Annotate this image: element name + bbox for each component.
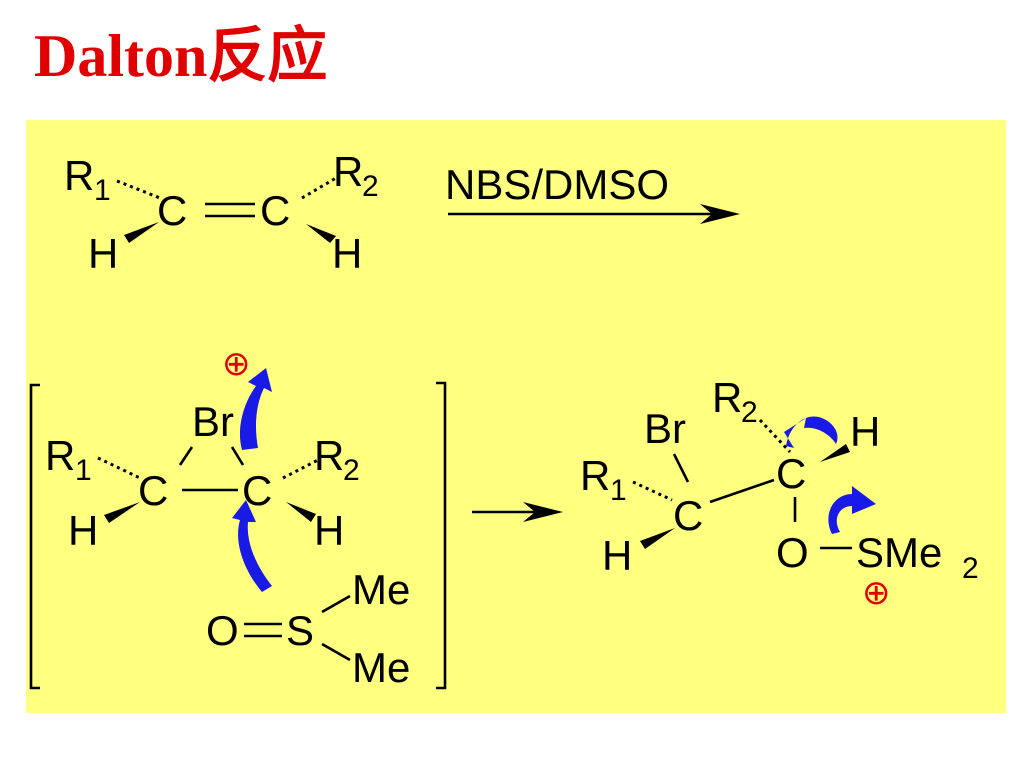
alkene-c-left: C [157, 187, 187, 234]
product-r2-hashed-bond [758, 418, 792, 454]
alkene-h-left: H [88, 230, 118, 277]
product-c-left: C [673, 492, 703, 539]
s-me-bottom-bond [321, 642, 351, 662]
product-structure: R 2 Br R 1 C C H H O SMe 2 ⊕ [580, 374, 979, 613]
dmso-me-top: Me [352, 566, 410, 613]
bromonium-charge: ⊕ [222, 344, 251, 384]
reaction-panel [26, 120, 1006, 713]
product-r2-label: R [712, 374, 742, 421]
curved-arrow-br-shift [239, 368, 272, 450]
intermediate-br: Br [192, 398, 234, 445]
alkene-structure: R 1 C C R 2 H H [64, 148, 379, 277]
alkene-r2-subscript: 2 [362, 170, 379, 203]
alkene-r1-label: R [64, 152, 94, 199]
reaction-arrow-1-head [700, 204, 740, 224]
intermediate-structure: ⊕ Br R 1 C C R 2 H H O S Me Me [29, 344, 447, 691]
product-h-left: H [602, 532, 632, 579]
product-c-right: C [776, 450, 806, 497]
intermediate-h-left-wedge [104, 502, 140, 523]
product-sme-subscript: 2 [962, 552, 979, 585]
br-c-left-bond [178, 446, 194, 466]
reaction-arrow-2-head [523, 502, 563, 522]
alkene-r2-label: R [333, 148, 363, 195]
product-h-left-wedge [640, 528, 675, 549]
intermediate-r1-subscript: 1 [75, 454, 92, 487]
sulfonium-charge: ⊕ [862, 573, 891, 613]
intermediate-c-left: C [138, 467, 168, 514]
product-br-c-bond [672, 453, 690, 483]
intermediate-h-left: H [68, 507, 98, 554]
intermediate-r1-hashed-bond [97, 456, 141, 480]
product-cc-bond [709, 478, 775, 504]
product-r2-subscript: 2 [741, 396, 758, 429]
product-r1-subscript: 1 [610, 474, 627, 507]
alkene-r1-hashed-bond [116, 179, 161, 200]
intermediate-r1-label: R [45, 432, 75, 479]
s-me-top-bond [321, 594, 351, 614]
intermediate-h-right: H [314, 507, 344, 554]
page-title: Dalton反应 [34, 23, 328, 89]
curved-arrow-s-o-cleavage [828, 486, 876, 534]
intermediate-r2-hashed-bond [282, 458, 319, 480]
product-h-right: H [850, 408, 880, 455]
alkene-c-right: C [260, 187, 290, 234]
br-c-right-bond [230, 446, 245, 466]
alkene-h-right-wedge [306, 224, 336, 243]
intermediate-r2-subscript: 2 [343, 454, 360, 487]
alkene-h-right: H [332, 230, 362, 277]
reagent-label: NBS/DMSO [445, 161, 669, 208]
intermediate-r2-label: R [314, 432, 344, 479]
product-r1-label: R [580, 452, 610, 499]
product-r1-hashed-bond [632, 480, 673, 502]
product-o: O [776, 529, 809, 576]
left-bracket [29, 383, 40, 690]
product-br: Br [644, 405, 686, 452]
dmso-me-bottom: Me [352, 644, 410, 691]
alkene-r2-hashed-bond [301, 176, 337, 200]
right-bracket [436, 381, 447, 690]
dmso-o: O [206, 607, 239, 654]
curved-arrow-o-attack [232, 500, 272, 592]
intermediate-h-right-wedge [286, 502, 316, 522]
alkene-h-left-wedge [124, 222, 159, 243]
curved-arrow-h-removal [784, 416, 838, 448]
product-h-right-wedge [820, 444, 850, 462]
alkene-r1-subscript: 1 [94, 174, 111, 207]
dmso-s: S [286, 607, 314, 654]
product-sme: SMe [856, 529, 942, 576]
